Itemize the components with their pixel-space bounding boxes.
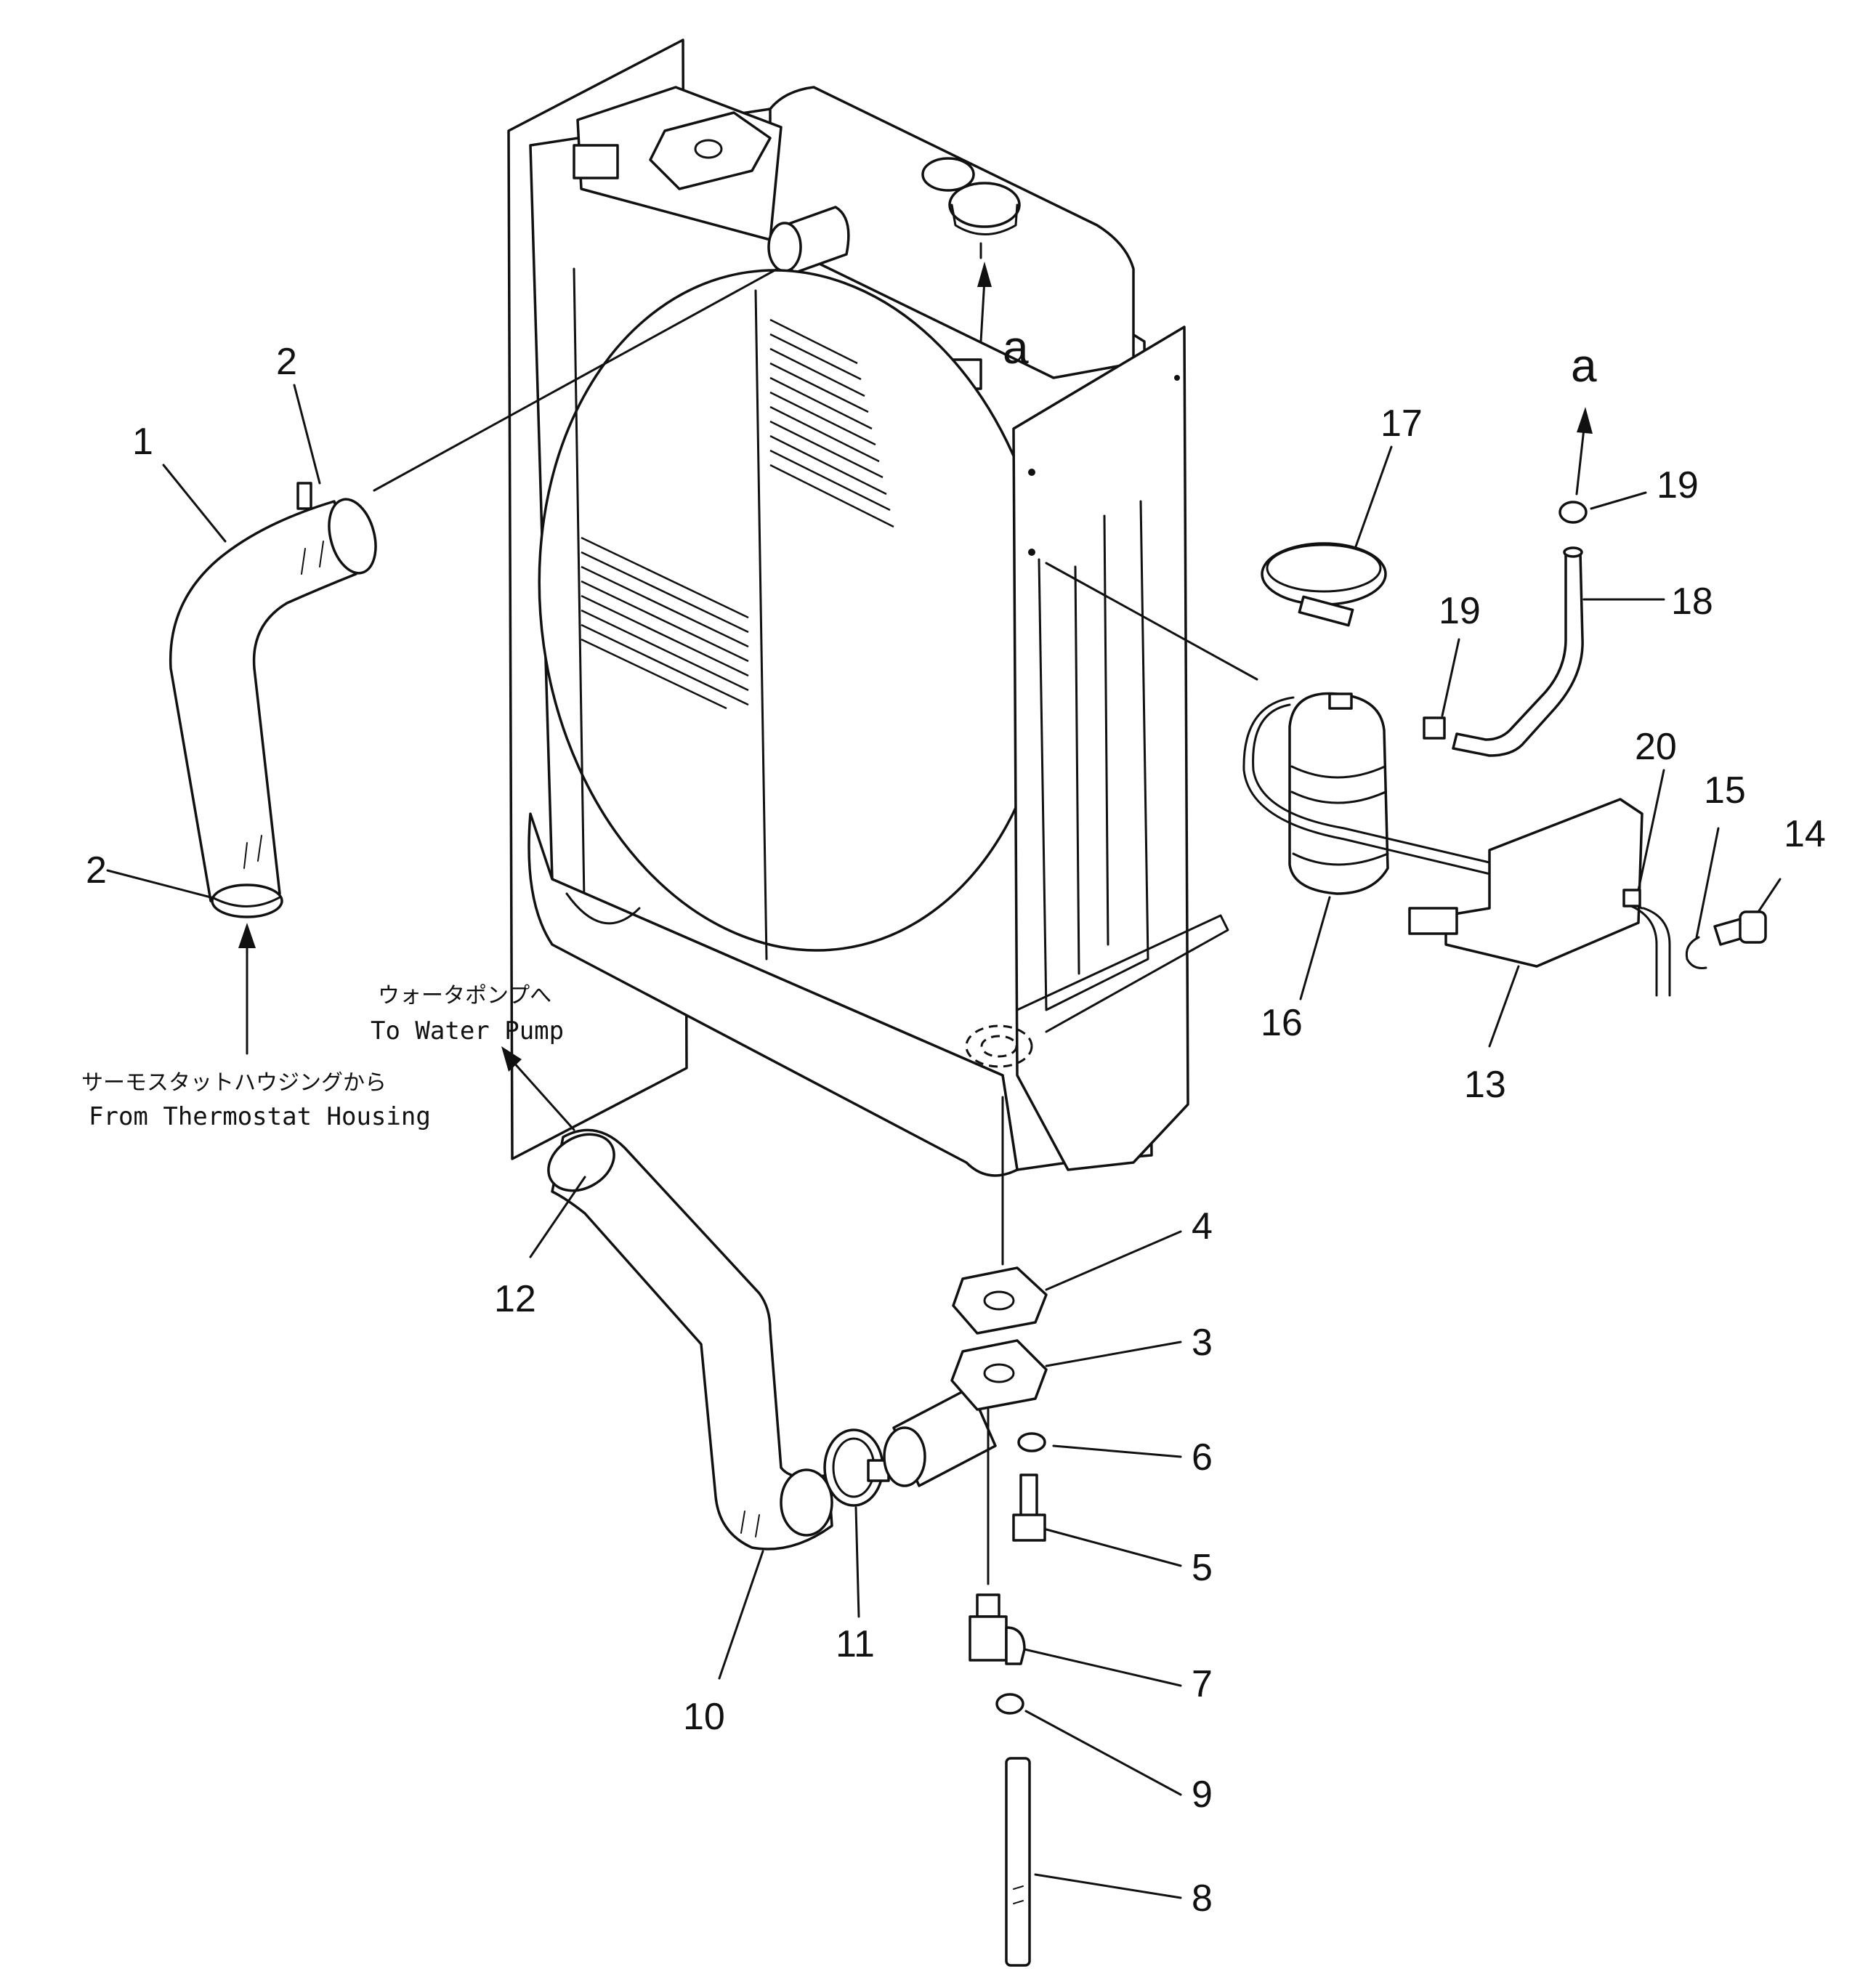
callout-6: 6 (1192, 1436, 1213, 1479)
hose-clip-9 (995, 1693, 1024, 1715)
callout-13: 13 (1464, 1064, 1506, 1106)
callout-19-lower: 19 (1439, 590, 1481, 632)
lower-hose (547, 1128, 833, 1550)
callout-11: 11 (836, 1623, 875, 1665)
note-to-water-pump-ja: ウォータポンプへ (378, 983, 551, 1008)
hose-clamp-11 (823, 1428, 890, 1507)
gasket-4 (952, 1266, 1048, 1335)
callout-19-upper: 19 (1657, 464, 1699, 506)
hose-clip-19-lower (1423, 716, 1446, 740)
outlet-elbow-3 (883, 1339, 1048, 1487)
callout-18: 18 (1671, 581, 1713, 623)
note-from-thermostat-ja: サーモスタットハウジングから (81, 1070, 387, 1096)
band-clamp-17 (1261, 542, 1387, 627)
callout-7: 7 (1192, 1663, 1213, 1705)
upper-hose (169, 482, 377, 918)
washer-15 (1685, 936, 1707, 969)
callout-12: 12 (494, 1278, 536, 1320)
drain-valve-7 (969, 1593, 1026, 1665)
connection-mark-a-hose: a (1571, 339, 1597, 392)
callout-2-lower: 2 (86, 849, 107, 891)
callout-16: 16 (1261, 1002, 1303, 1044)
callout-3: 3 (1192, 1322, 1213, 1364)
radiator-assembly (507, 39, 1229, 1177)
hose-clip-19-upper (1558, 501, 1588, 524)
callout-4: 4 (1192, 1205, 1213, 1248)
bracket-13 (1408, 798, 1643, 968)
leader-lines (106, 384, 1782, 1899)
callout-8: 8 (1192, 1877, 1213, 1920)
note-from-thermostat-en: From Thermostat Housing (89, 1102, 431, 1131)
callout-14: 14 (1784, 813, 1826, 855)
callout-10: 10 (683, 1696, 725, 1738)
overflow-pipe-20 (1622, 889, 1671, 997)
callout-2-upper: 2 (276, 341, 297, 383)
note-to-water-pump-en: To Water Pump (371, 1016, 564, 1046)
callout-1: 1 (132, 421, 153, 463)
connection-mark-a-radiator: a (1003, 321, 1029, 373)
washer-6 (1017, 1432, 1046, 1452)
bolt-5 (1012, 1473, 1046, 1542)
callout-20: 20 (1635, 726, 1677, 768)
bolt-14 (1713, 910, 1767, 946)
callout-9: 9 (1192, 1774, 1213, 1816)
callout-17: 17 (1380, 403, 1423, 445)
drain-hose-8 (1005, 1757, 1031, 1967)
callout-5: 5 (1192, 1547, 1213, 1589)
overflow-hose-18 (1452, 546, 1584, 757)
callout-15: 15 (1704, 769, 1746, 812)
reservoir-tank-16 (1242, 692, 1643, 921)
